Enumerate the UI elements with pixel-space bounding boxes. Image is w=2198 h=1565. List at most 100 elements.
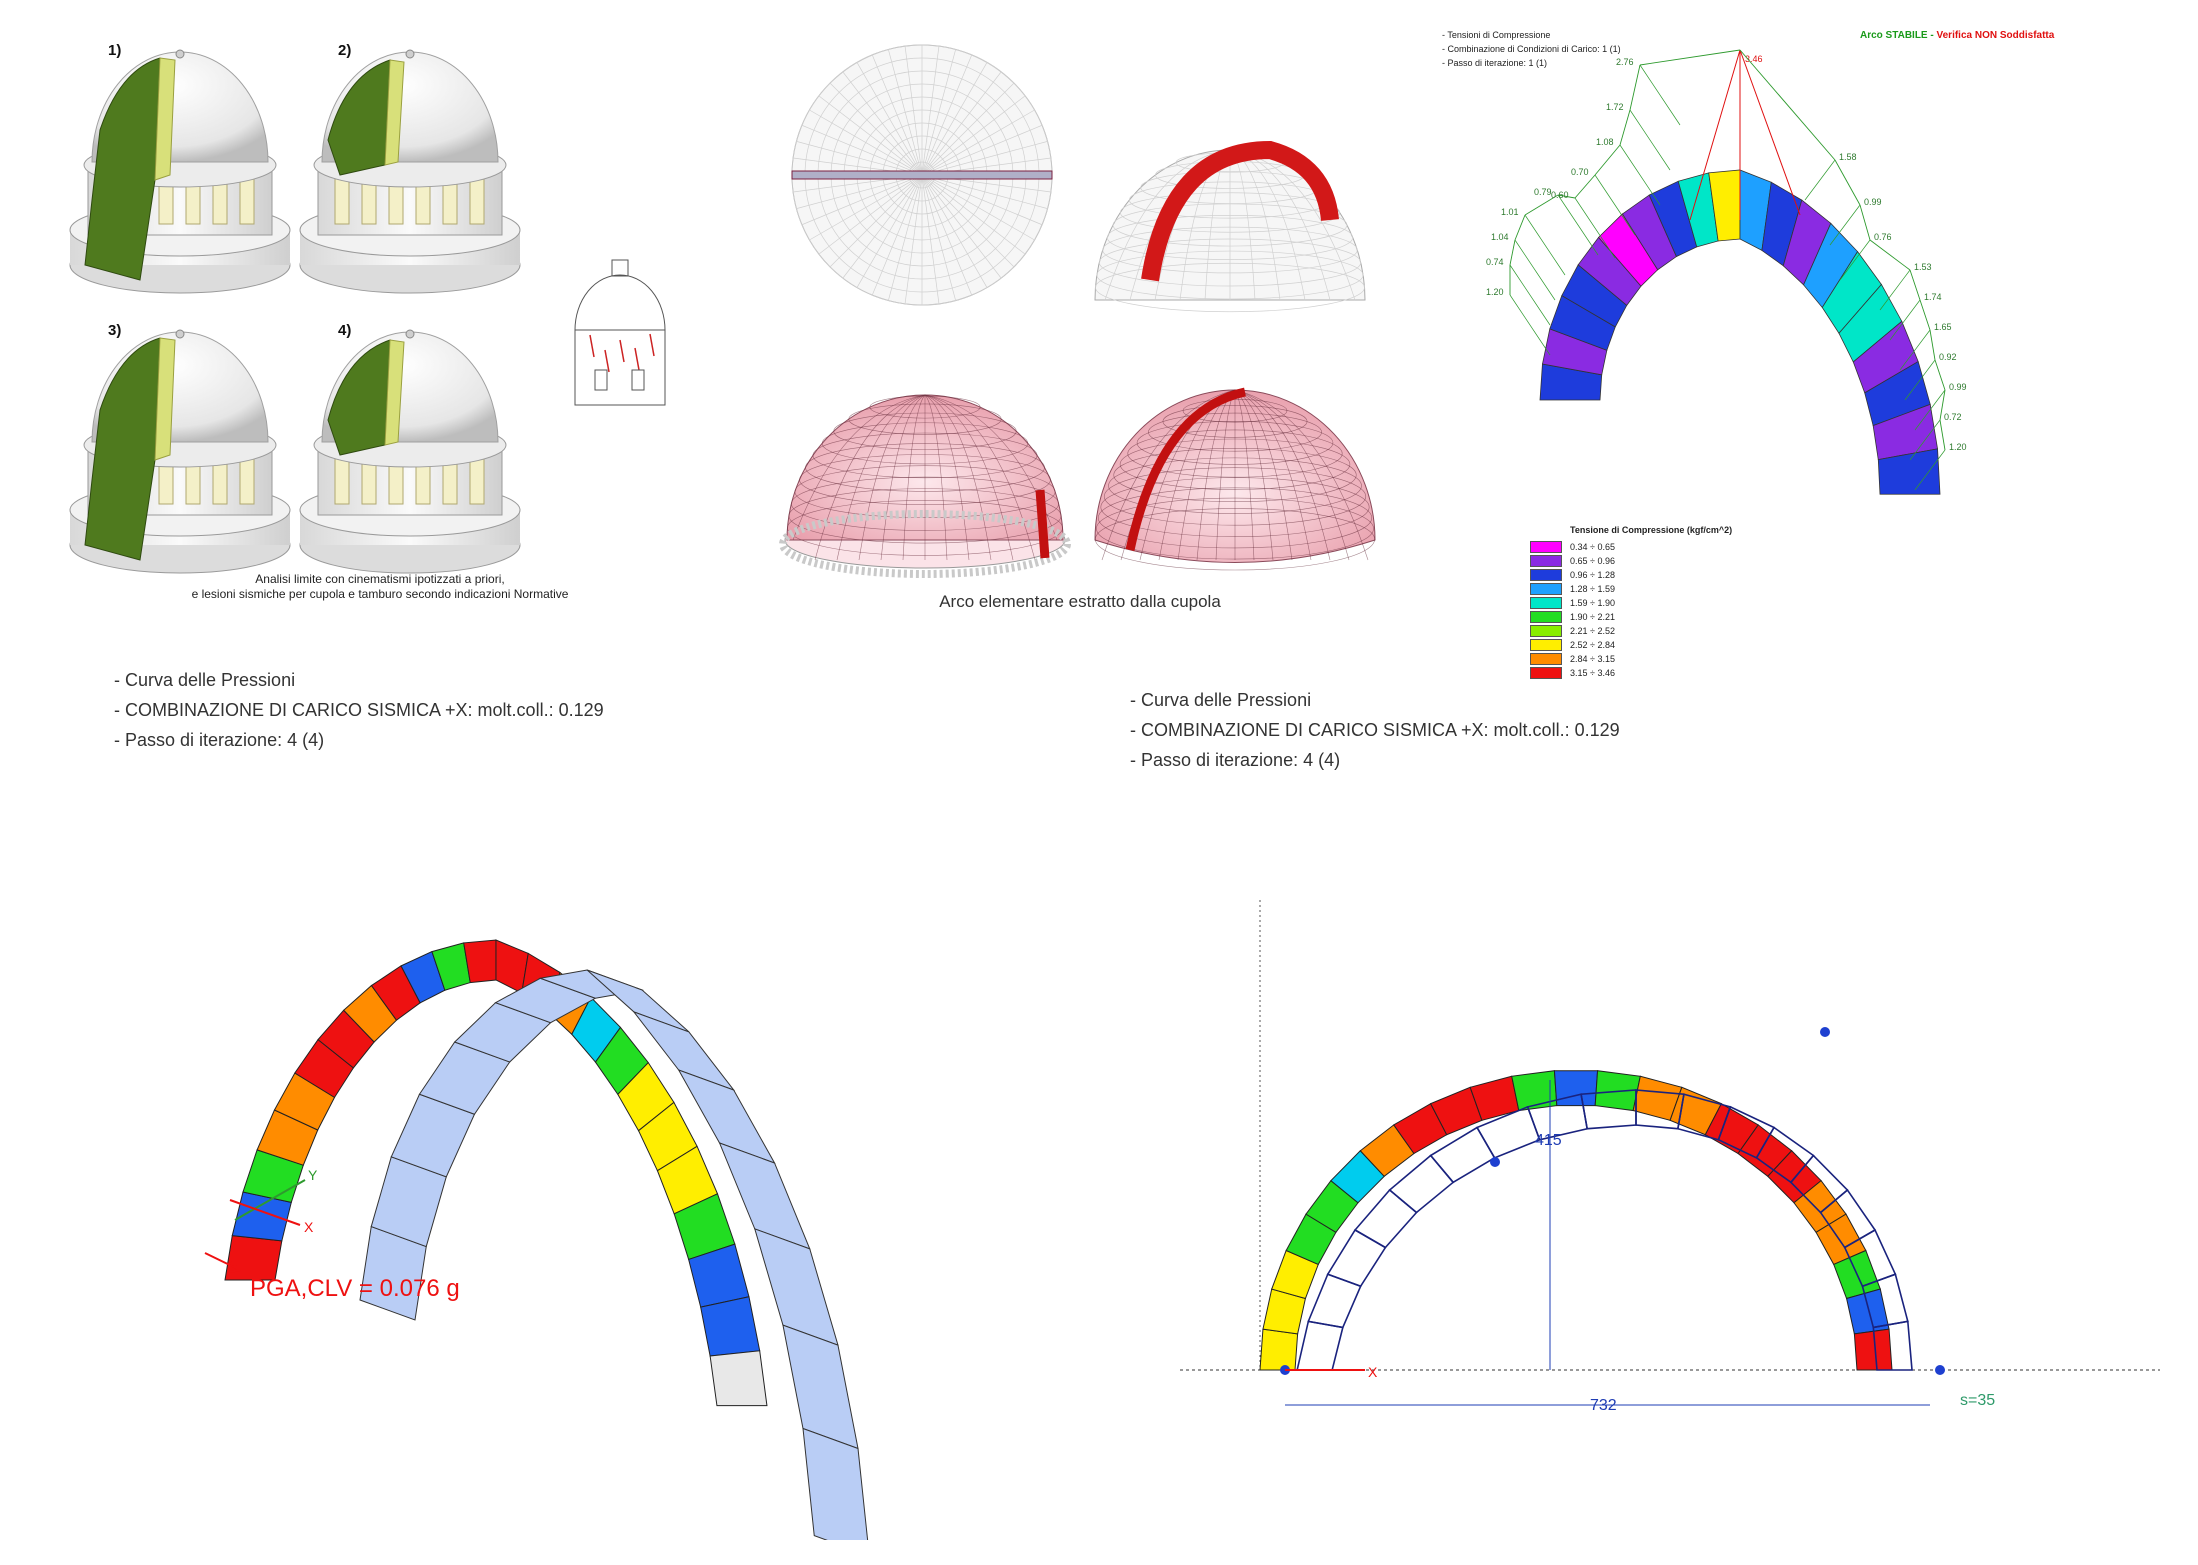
collapse-face [384,59,405,166]
pressure-line-left [1594,144,1621,176]
domes-illustration: 1)2)3)4) [69,42,666,574]
lantern [175,329,185,339]
pressure2d-info-1: - Curva delle Pressioni [1130,690,1312,710]
right-stress-value: 1.58 [1839,152,1857,162]
legend-row: 0.65 ÷ 0.96 [1530,554,1615,568]
pressure-ray [1574,197,1616,259]
peak-value: 3.46 [1745,54,1763,64]
pressure-ray [1914,389,1946,431]
thickness-label: s=35 [1960,1392,1995,1409]
arch2d-voussoir [1853,1328,1893,1371]
drum-window [334,177,350,225]
hinge-marker [1490,1157,1500,1167]
axis-x-label: X [304,1219,314,1235]
stress-info-1: - Tensioni di Compressione [1442,30,1551,40]
dome-label: 4) [338,322,351,339]
pink2-meridian [1234,389,1331,561]
axis-y-label: Y [308,1167,318,1183]
pressure-line-right [1869,239,1911,271]
pga-arrow [204,1252,241,1273]
pressure-2d-panel: - Curva delle Pressioni - COMBINAZIONE D… [1110,680,2170,1540]
mesh-illustration [779,44,1376,578]
legend-swatch [1530,639,1562,651]
sketch-dome [574,274,666,331]
mesh-caption: Arco elementare estratto dalla cupola [939,592,1221,611]
legend-swatch [1530,583,1562,595]
pressure-ray [1509,294,1551,356]
legend-range: 1.59 ÷ 1.90 [1570,598,1615,608]
pressure-ray [1514,239,1556,301]
pressure-ray [1829,204,1861,246]
legend-title: Tensione di Compressione (kgf/cm^2) [1570,525,1733,535]
axis-x-label: X [1368,1364,1378,1380]
drum-window [239,457,255,505]
pink-meridian [924,394,1036,561]
sketch-crack [589,334,595,358]
hinge-marker [1820,1027,1830,1037]
pressure2d-info-2: - COMBINAZIONE DI CARICO SISMICA +X: mol… [1130,720,1620,740]
arch2d-voussoir [1553,1070,1599,1107]
pressure-line-left [1514,214,1526,241]
pressure-ray [1904,359,1936,401]
sketch-window [594,369,608,391]
right-stress-value: 0.76 [1874,232,1892,242]
legend-row: 2.52 ÷ 2.84 [1530,638,1615,652]
pressure-ray [1889,299,1921,341]
pressure-line-left [1629,64,1641,111]
legend-range: 3.15 ÷ 3.46 [1570,668,1615,678]
lantern [405,49,415,59]
right-stress-value: 0.99 [1864,197,1882,207]
sketch-crack [649,333,655,357]
right-stress-value: 1.20 [1949,442,1967,452]
dome-model [69,329,291,574]
collapse-face [384,339,405,446]
right-stress-value: 0.92 [1939,352,1957,362]
arch3d-deformed-block [782,1324,859,1450]
legend-row: 2.21 ÷ 2.52 [1530,624,1615,638]
dome-model [69,49,291,294]
pink2-arch [1125,387,1246,551]
left-stress-value: 1.20 [1486,287,1504,297]
legend-row: 3.15 ÷ 3.46 [1530,666,1615,680]
pressure-ray [1909,419,1941,461]
pressure-line-left [1557,194,1576,199]
legend-row: 0.34 ÷ 0.65 [1530,540,1615,554]
legend-range: 1.28 ÷ 1.59 [1570,584,1615,594]
pga-label: PGA,CLV = 0.076 g [250,1275,460,1302]
pressure-ray [1509,264,1551,326]
pressure-line-right [1939,389,1946,421]
pressure-line-left [1524,194,1559,216]
pressure-line-right [1919,299,1931,331]
pressure-line-left [1509,239,1516,266]
pink-meridian [924,394,992,561]
pink2-meridian [1234,389,1312,561]
legend-swatch [1530,611,1562,623]
pink-meridian [880,394,926,561]
legend-range: 0.34 ÷ 0.65 [1570,542,1615,552]
legend-row: 1.28 ÷ 1.59 [1530,582,1615,596]
legend-swatch [1530,653,1562,665]
arch-3d-illustration: YX [204,939,869,1540]
pressure3d-info-3: - Passo di iterazione: 4 (4) [114,730,325,750]
extracted-arch-plan [791,170,1053,180]
left-stress-value: 0.74 [1486,257,1504,267]
pressure-line-left [1639,49,1741,66]
pressure-ray [1557,194,1599,256]
collapse-wedge [84,57,161,281]
status-not-satisfied: Verifica NON Soddisfatta [1936,30,2055,41]
pink2-meridian [1234,389,1350,561]
left-stress-value: 0.60 [1551,190,1569,200]
pressure-line-right [1929,329,1936,361]
mesh-meridian [1104,149,1231,301]
pressure-line-left [1619,109,1631,146]
legend-swatch [1530,625,1562,637]
pressure3d-info-2: - COMBINAZIONE DI CARICO SISMICA +X: mol… [114,700,604,720]
legend-range: 2.84 ÷ 3.15 [1570,654,1615,664]
pressure-ray [1804,159,1836,201]
pressure-ray [1629,109,1671,171]
stress-status: Arco STABILE - Verifica NON Soddisfatta [1860,30,2054,41]
dome-sketch [574,259,666,406]
legend-row: 2.84 ÷ 3.15 [1530,652,1615,666]
span-dim: 732 [1590,1397,1617,1414]
